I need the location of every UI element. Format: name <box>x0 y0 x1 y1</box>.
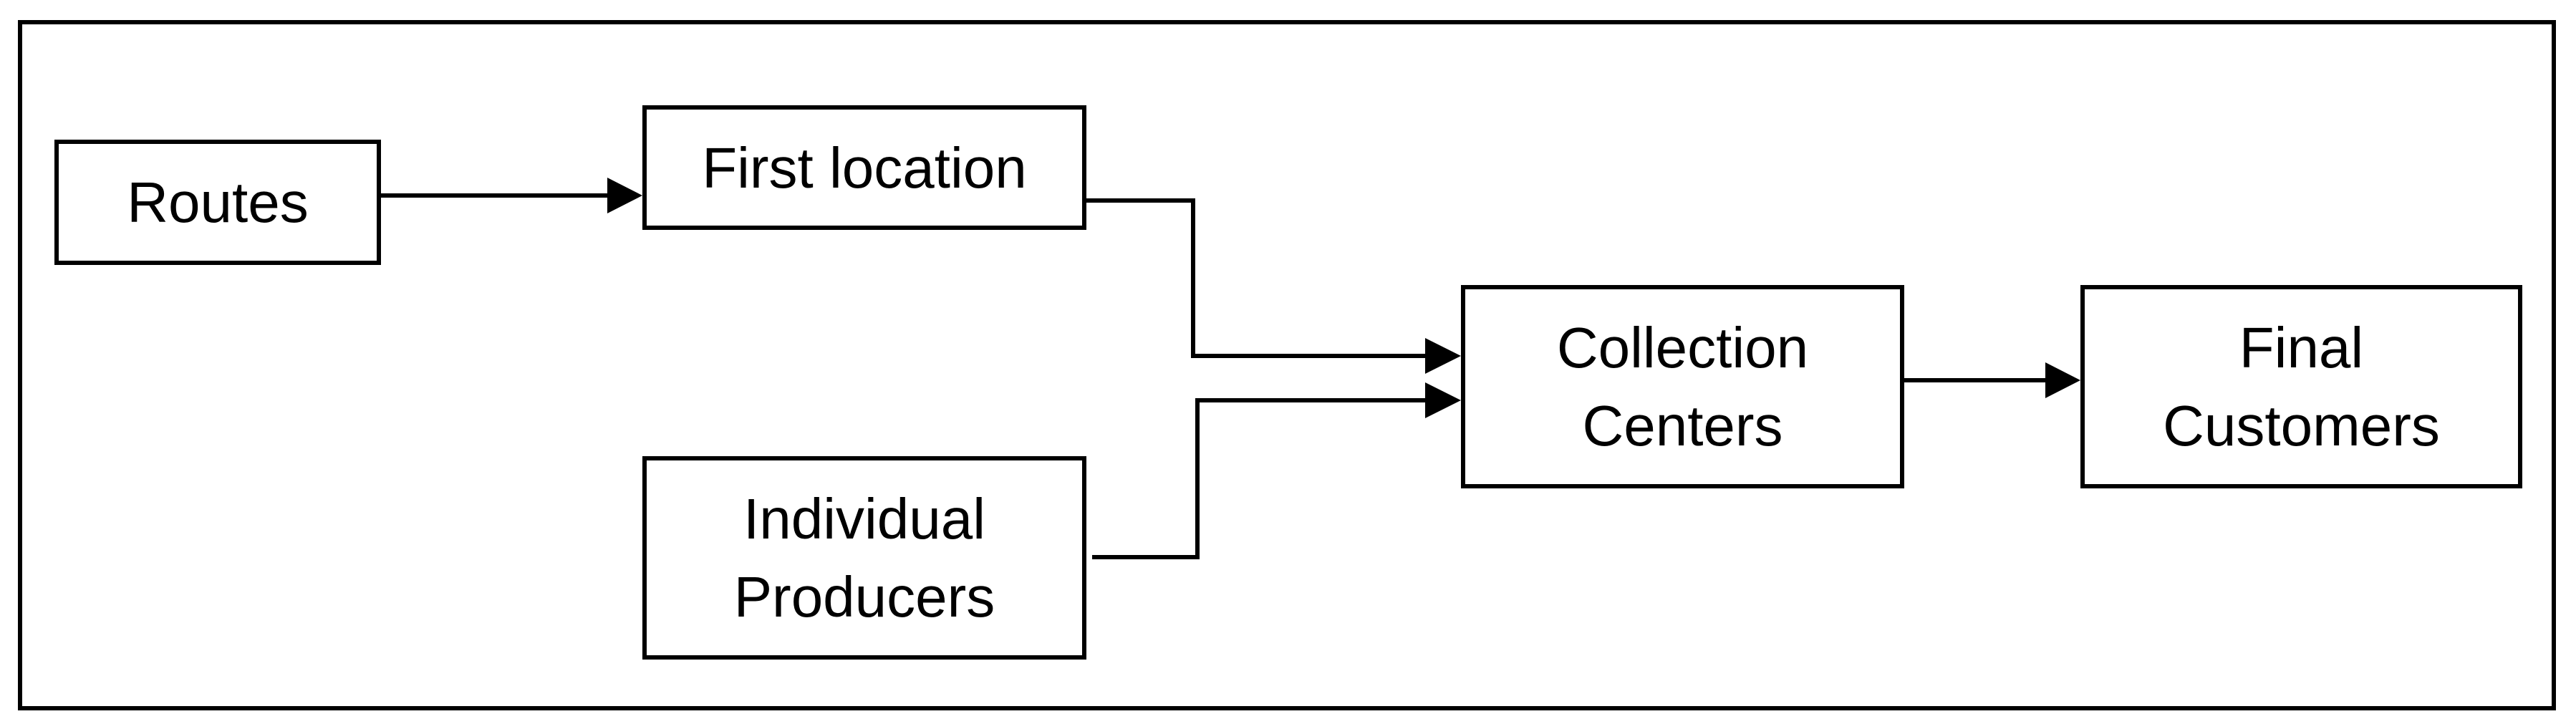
outer-frame <box>18 20 2556 710</box>
node-routes-label: Routes <box>127 170 309 234</box>
node-final-customers-line-2: Customers <box>2163 394 2440 458</box>
node-collection-centers: Collection Centers <box>1461 285 1904 488</box>
arrowhead-first-location <box>607 178 642 213</box>
node-individual-producers: Individual Producers <box>642 456 1086 660</box>
node-final-customers: Final Customers <box>2080 285 2522 488</box>
node-individual-producers-line-2: Producers <box>733 565 995 629</box>
node-first-location-label: First location <box>702 135 1027 200</box>
node-collection-centers-line-1: Collection <box>1556 316 1809 380</box>
arrowhead-collection-upper <box>1425 338 1461 374</box>
node-routes: Routes <box>54 140 381 265</box>
arrowhead-final-customers <box>2045 362 2080 398</box>
edge-first-location-to-collection-centers <box>1086 198 1425 358</box>
arrowhead-collection-lower <box>1425 382 1461 418</box>
node-first-location: First location <box>642 105 1086 230</box>
node-collection-centers-line-2: Centers <box>1582 394 1783 458</box>
node-final-customers-line-1: Final <box>2239 316 2364 380</box>
edge-individual-producers-to-collection-centers <box>1092 398 1425 559</box>
node-individual-producers-line-1: Individual <box>743 487 985 551</box>
